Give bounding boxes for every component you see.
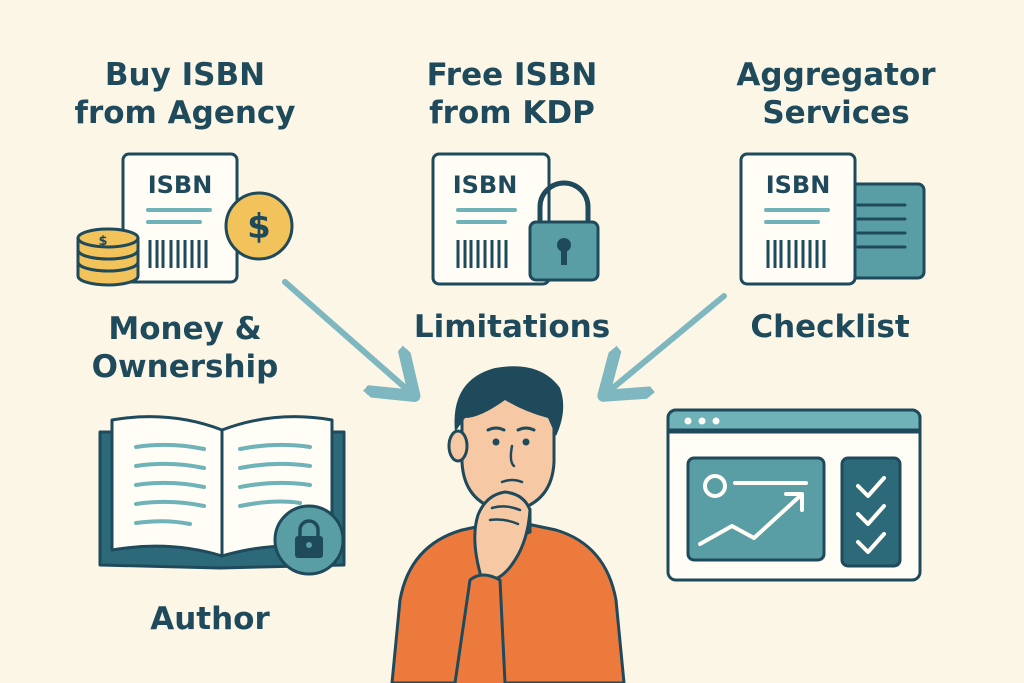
thinking-person-icon	[390, 366, 626, 683]
checklist-caption-line1: Checklist	[750, 309, 910, 345]
money-ownership-caption: Money & Ownership	[40, 310, 330, 386]
aggregator-title-line1: Aggregator	[736, 57, 936, 93]
aggregator-title: Aggregator Services	[686, 56, 986, 132]
author-label-text: Author	[150, 601, 270, 637]
coin-dollar-symbol: $	[247, 207, 271, 247]
checklist-caption: Checklist	[700, 308, 960, 346]
buy-isbn-title: Buy ISBN from Agency	[40, 56, 330, 132]
isbn-card-label-2: ISBN	[453, 171, 518, 199]
trend-chart-icon	[686, 456, 826, 562]
money-ownership-caption-line1: Money &	[108, 311, 262, 347]
limitations-caption-line1: Limitations	[413, 309, 611, 345]
limitations-caption: Limitations	[362, 308, 662, 346]
free-isbn-title-line2: from KDP	[429, 95, 595, 131]
author-label: Author	[120, 600, 300, 638]
isbn-document-icon: ISBN	[121, 152, 239, 284]
book-lock-badge-icon	[273, 504, 345, 576]
free-isbn-title-line1: Free ISBN	[426, 57, 598, 93]
padlock-icon	[528, 180, 600, 282]
arrow-icon	[282, 279, 410, 392]
buy-isbn-title-line1: Buy ISBN	[104, 57, 266, 93]
isbn-document-icon: ISBN	[739, 152, 857, 286]
browser-dashboard-icon	[666, 408, 922, 582]
coin-stack-symbol: $	[98, 234, 107, 249]
isbn-card-label: ISBN	[148, 171, 213, 199]
aggregator-title-line2: Services	[762, 95, 910, 131]
isbn-document-icon: ISBN	[431, 152, 551, 286]
isbn-card-label-3: ISBN	[766, 171, 831, 199]
checkmark-icon	[856, 476, 886, 554]
buy-isbn-title-line2: from Agency	[74, 95, 296, 131]
money-ownership-caption-line2: Ownership	[91, 349, 279, 385]
arrow-icon	[608, 293, 727, 392]
coin-stack-icon: $	[76, 227, 140, 287]
free-isbn-title: Free ISBN from KDP	[362, 56, 662, 132]
dollar-coin-icon: $	[224, 191, 294, 261]
